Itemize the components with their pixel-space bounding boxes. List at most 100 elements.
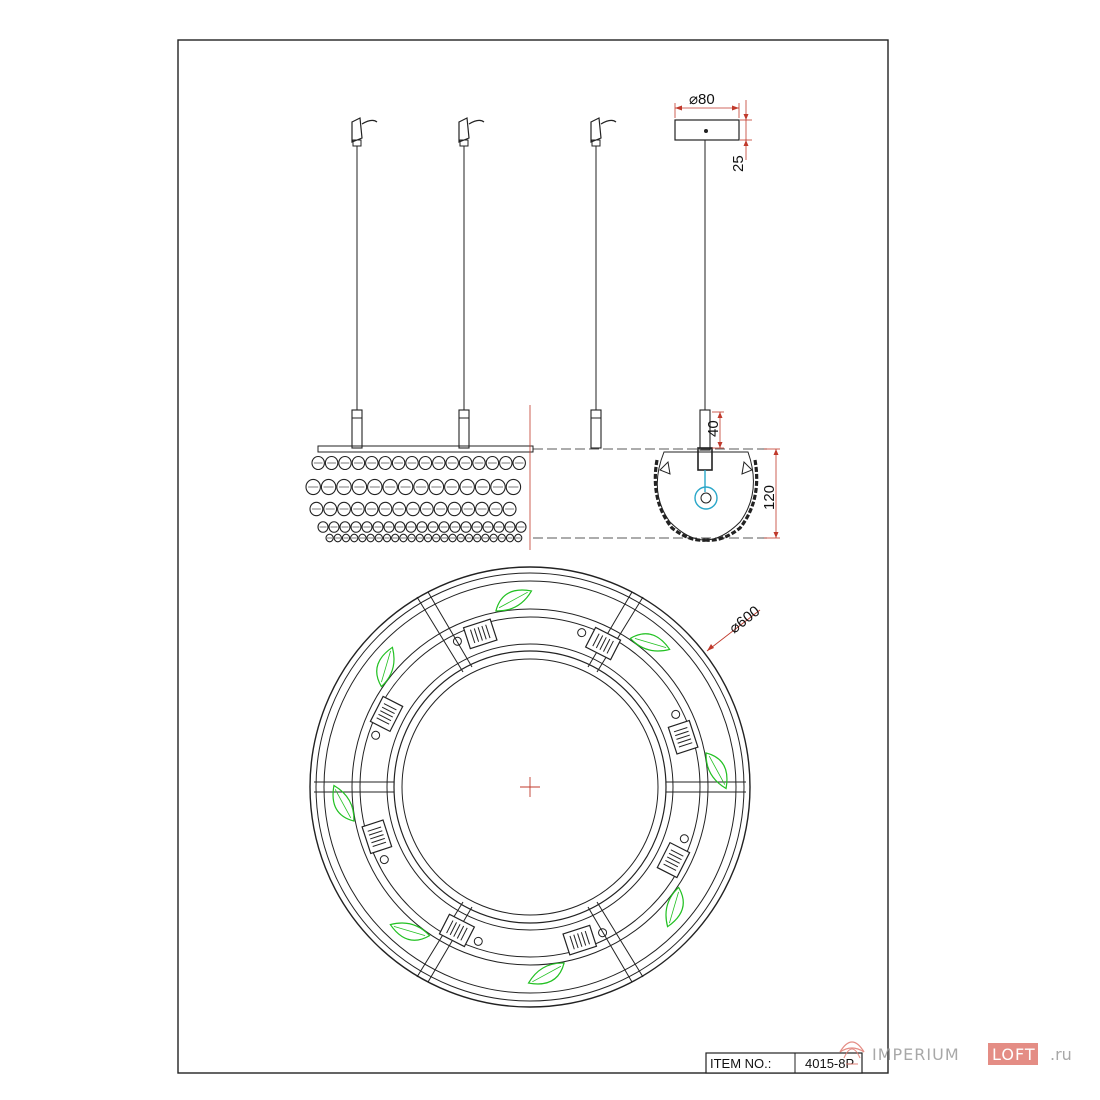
crystal-bead bbox=[338, 455, 352, 471]
crystal-bead bbox=[474, 478, 491, 496]
crystal-bead bbox=[383, 521, 395, 533]
brand-watermark: IMPERIUM LOFT .ru bbox=[839, 1041, 1072, 1065]
crystal-bead bbox=[405, 521, 417, 533]
crystal-bead bbox=[372, 521, 384, 533]
crystal-bead bbox=[405, 455, 419, 471]
crystal-bead bbox=[489, 533, 498, 543]
crystal-bead bbox=[323, 501, 338, 517]
crystal-bead bbox=[391, 455, 406, 471]
body-top-plate bbox=[317, 445, 534, 453]
crystal-bead bbox=[502, 501, 517, 517]
suspension-wire-left bbox=[351, 117, 378, 449]
crystal-bead bbox=[333, 533, 342, 543]
bulb-socket bbox=[694, 486, 718, 510]
ring-diameter-label: ⌀600 bbox=[726, 603, 763, 637]
crystal-bead bbox=[350, 533, 359, 543]
crystal-bead bbox=[382, 478, 398, 496]
crystal-bead bbox=[423, 533, 433, 543]
crystal-bead bbox=[459, 478, 475, 496]
crystal-bead bbox=[433, 501, 448, 517]
crystal-bead bbox=[448, 533, 457, 543]
crystal-bead bbox=[361, 521, 373, 533]
crown-logo-icon bbox=[839, 1041, 865, 1065]
crystal-bead bbox=[399, 533, 408, 543]
crystal-bead bbox=[311, 455, 325, 471]
crystal-bead bbox=[505, 533, 515, 543]
lamp-socket bbox=[452, 589, 533, 650]
title-block: ITEM NO.: 4015-8P bbox=[705, 1052, 863, 1074]
crystal-bead bbox=[497, 533, 506, 543]
canopy-diameter-label: ⌀80 bbox=[689, 91, 715, 108]
dimension-canopy-height: 25 bbox=[730, 100, 752, 172]
crystal-bead bbox=[366, 533, 375, 543]
crystal-bead bbox=[351, 455, 366, 471]
item-number-value: 4015-8P bbox=[805, 1056, 854, 1071]
crystal-bead bbox=[415, 533, 424, 543]
crystal-bead bbox=[473, 533, 482, 543]
crystal-bead bbox=[471, 521, 483, 533]
leaf-crystal bbox=[376, 646, 395, 688]
crystal-bead bbox=[341, 533, 351, 543]
lamp-socket bbox=[369, 646, 404, 740]
leaf-crystal bbox=[389, 922, 431, 941]
canopy bbox=[674, 119, 740, 141]
crystal-bead bbox=[358, 533, 367, 543]
dimension-ring-diameter: ⌀600 bbox=[706, 603, 763, 652]
crystal-bead bbox=[350, 501, 365, 517]
dimension-body-height: 120 bbox=[761, 448, 780, 539]
brand-name-tld: .ru bbox=[1050, 1045, 1072, 1064]
crystal-bead bbox=[515, 521, 527, 533]
brand-accent-bg bbox=[988, 1043, 1038, 1065]
crystal-bead bbox=[512, 455, 526, 471]
lamp-sockets bbox=[332, 589, 728, 985]
crystal-bead bbox=[309, 501, 324, 517]
crystal-bead bbox=[490, 478, 506, 496]
crystal-bead bbox=[461, 501, 476, 517]
leaf-crystal bbox=[495, 589, 533, 612]
leaf-crystal bbox=[705, 752, 728, 790]
crystal-bead bbox=[458, 455, 473, 471]
connector-height-label: 40 bbox=[705, 420, 722, 437]
crystal-bead bbox=[407, 533, 416, 543]
crystal-bead bbox=[367, 478, 383, 496]
crystal-bead bbox=[350, 521, 362, 533]
crystal-bead bbox=[413, 478, 429, 496]
crystal-rows bbox=[305, 455, 527, 543]
crystal-bead bbox=[475, 501, 489, 517]
lamp-socket bbox=[656, 834, 691, 928]
leaf-crystal bbox=[665, 886, 684, 928]
crystal-bead bbox=[416, 521, 428, 533]
crystal-bead bbox=[456, 533, 465, 543]
item-number-label: ITEM NO.: bbox=[710, 1056, 771, 1071]
crystal-bead bbox=[472, 455, 486, 471]
connector-tube bbox=[699, 409, 711, 451]
crystal-bead bbox=[305, 478, 321, 496]
side-view bbox=[305, 117, 770, 550]
crystal-bead bbox=[438, 521, 450, 533]
lamp-socket bbox=[577, 626, 671, 661]
crystal-bead bbox=[493, 521, 505, 533]
crystal-bead bbox=[432, 533, 441, 543]
crystal-bead bbox=[337, 501, 351, 517]
crystal-bead bbox=[325, 533, 334, 543]
canopy-height-label: 25 bbox=[730, 155, 747, 172]
crystal-bead bbox=[428, 478, 445, 496]
crystal-bead bbox=[382, 533, 392, 543]
crystal-bead bbox=[499, 455, 513, 471]
crystal-bead bbox=[427, 521, 439, 533]
suspension-wire-right bbox=[590, 117, 617, 449]
crystal-bead bbox=[320, 478, 337, 496]
crystal-bead bbox=[394, 521, 406, 533]
dimension-canopy-diameter: ⌀80 bbox=[674, 91, 740, 118]
lamp-socket bbox=[527, 924, 608, 985]
crystal-bead bbox=[336, 478, 352, 496]
dimension-connector-height: 40 bbox=[705, 411, 724, 449]
crystal-bead bbox=[378, 501, 393, 517]
crystal-bead bbox=[505, 478, 522, 496]
crystal-bead bbox=[485, 455, 500, 471]
brand-name-accent: LOFT bbox=[992, 1045, 1036, 1064]
crystal-bead bbox=[444, 478, 460, 496]
lamp-socket bbox=[667, 709, 728, 790]
lamp-socket bbox=[389, 913, 483, 948]
